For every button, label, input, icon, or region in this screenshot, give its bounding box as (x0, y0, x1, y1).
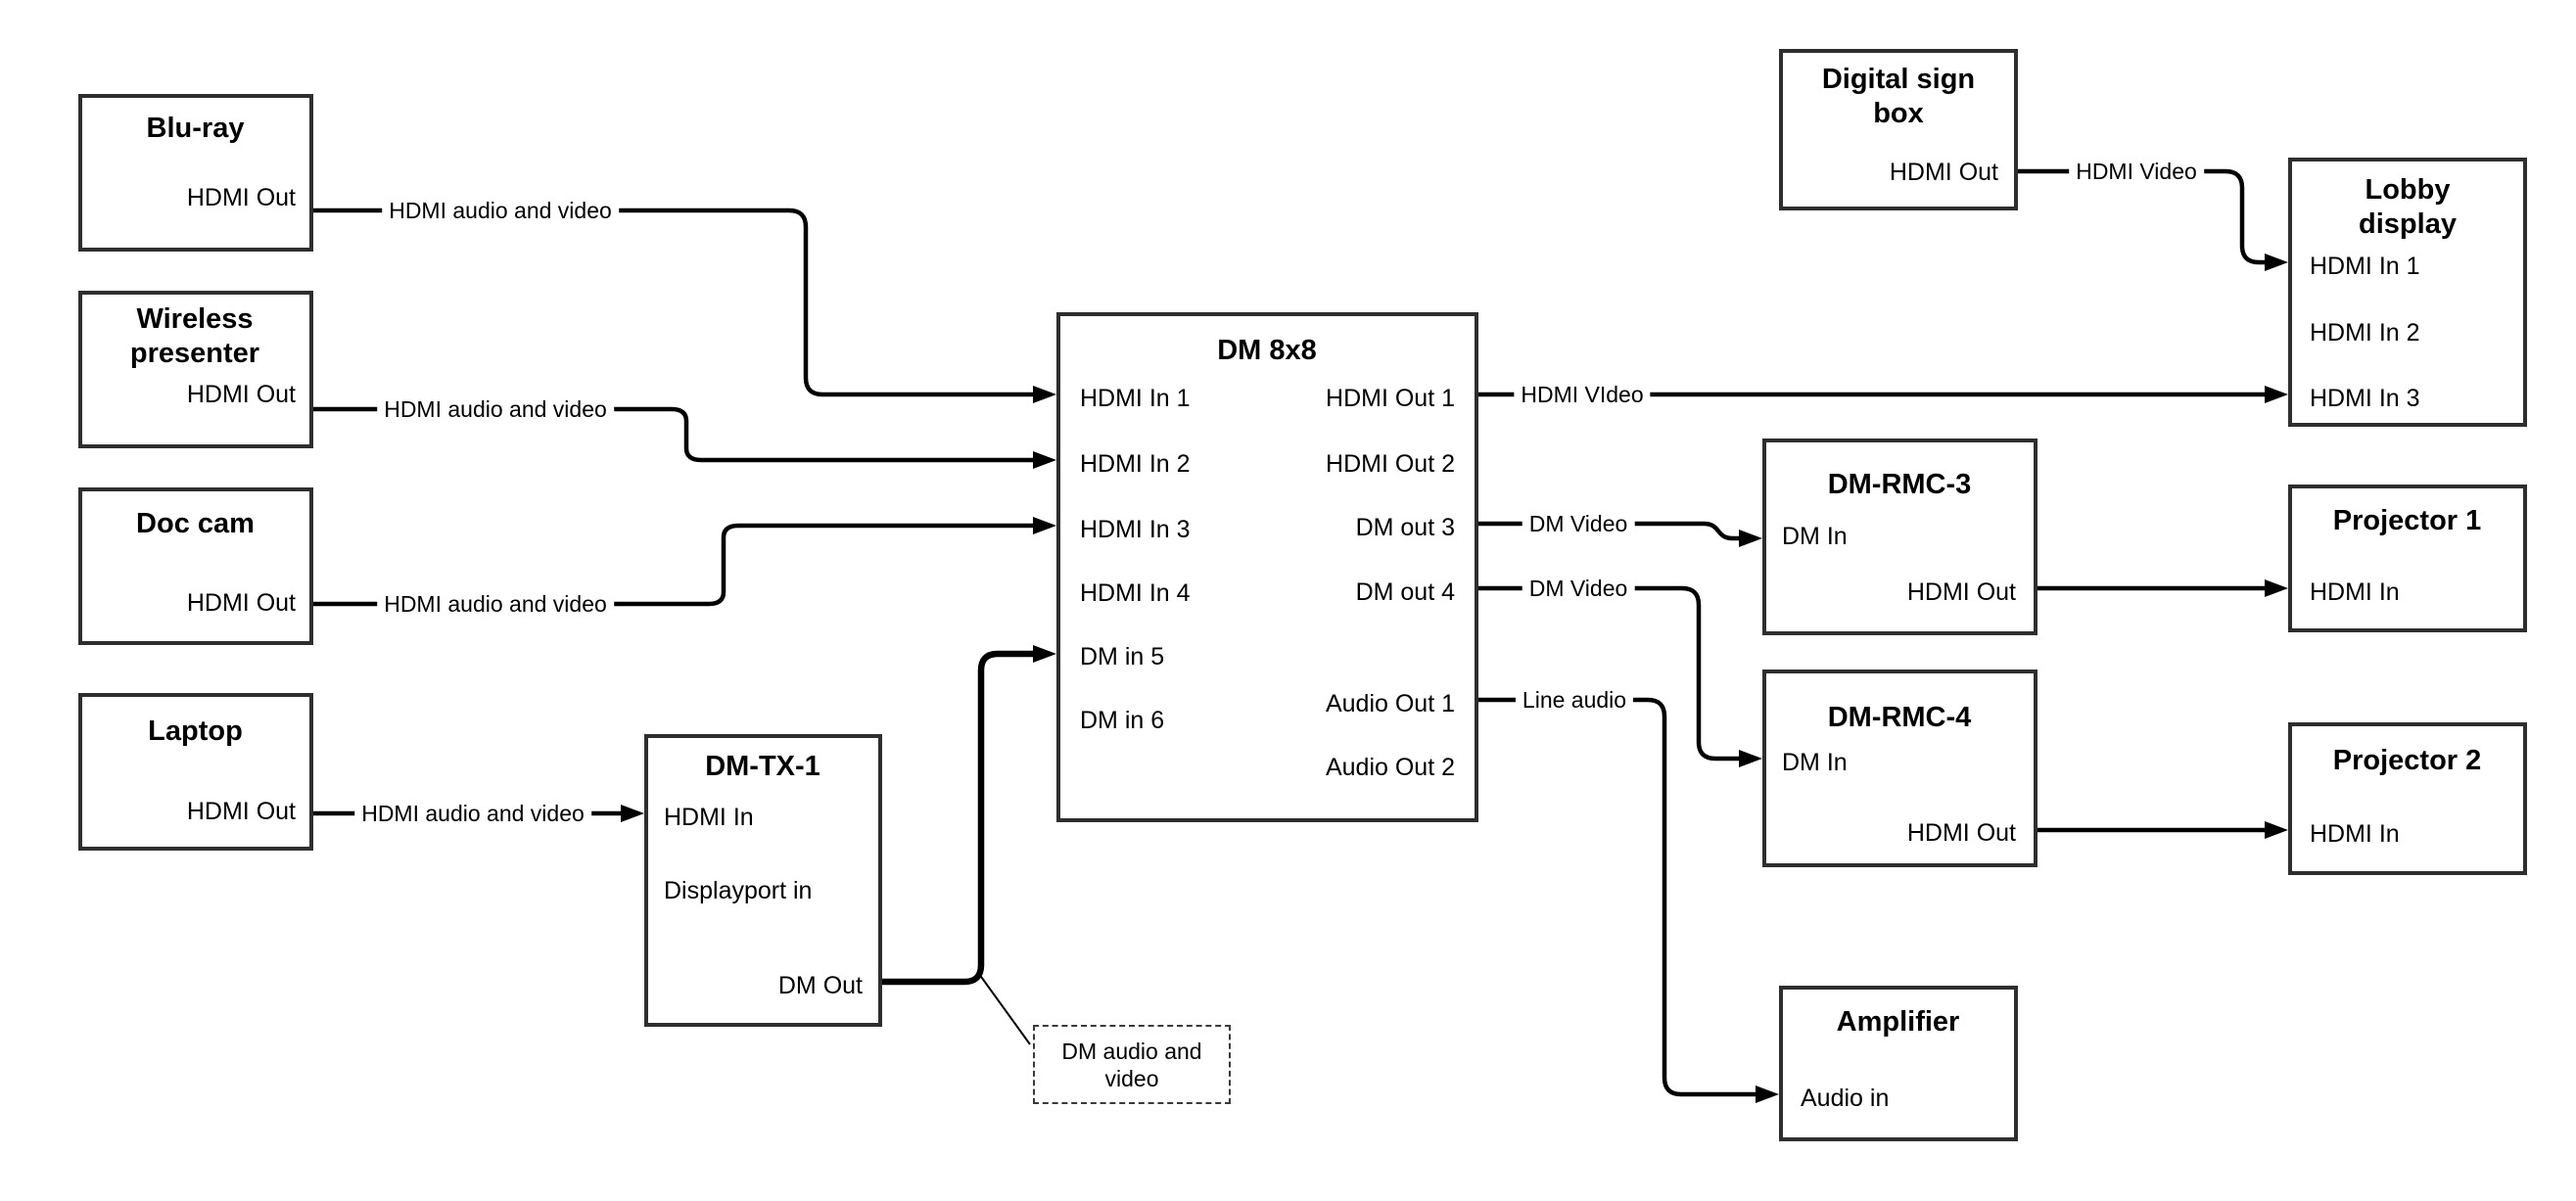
arrow-into-dm8x8-in3 (1033, 517, 1056, 534)
node-dm-rmc-4: DM-RMC-4 DM In HDMI Out (1762, 670, 2037, 867)
wire-doccam-to-dm8x8-in3 (313, 523, 1034, 607)
port-hdmi-in-1: HDMI In 1 (2310, 253, 2420, 280)
node-title: Projector 1 (2332, 505, 2482, 536)
port-hdmi-in: HDMI In (2310, 578, 2400, 606)
wire-bluray-to-dm8x8-in1 (313, 208, 1034, 397)
port-hdmi-in-3: HDMI In 3 (1080, 516, 1191, 543)
node-title: DM-RMC-4 (1827, 702, 1972, 733)
port-dm-out-3: DM out 3 (1355, 514, 1455, 541)
wire-wireless-to-dm8x8-in2 (313, 406, 1034, 463)
node-laptop: Laptop HDMI Out (78, 693, 313, 851)
wire-label-hdmi-video-out1: HDMI VIdeo (1514, 381, 1651, 408)
node-digital-sign-box: Digital sign box HDMI Out (1779, 49, 2018, 210)
arrowheads (621, 254, 2288, 1103)
port-dm-in-5: DM in 5 (1080, 643, 1165, 670)
node-projector-1: Projector 1 HDMI In (2288, 485, 2527, 632)
node-dm-8x8: DM 8x8 HDMI In 1 HDMI In 2 HDMI In 3 HDM… (1056, 312, 1478, 822)
port-hdmi-in-1: HDMI In 1 (1080, 385, 1191, 412)
wire-label-line-audio: Line audio (1515, 686, 1634, 714)
port-hdmi-in-3: HDMI In 3 (2310, 385, 2420, 412)
port-hdmi-in-2: HDMI In 2 (1080, 450, 1191, 478)
node-dm-tx-1: DM-TX-1 HDMI In Displayport in DM Out (644, 734, 882, 1027)
wire-label-wireless: HDMI audio and video (377, 395, 614, 423)
port-audio-out-2: Audio Out 2 (1325, 754, 1455, 781)
port-hdmi-in-2: HDMI In 2 (2310, 319, 2420, 346)
node-title: Amplifier (1836, 1006, 1960, 1038)
wire-dm8x8-out3-to-rmc3 (1478, 521, 1740, 541)
callout-leader-line (978, 973, 1031, 1045)
wire-label-doccam: HDMI audio and video (377, 590, 614, 618)
wire-label-dm-video-out4: DM Video (1522, 575, 1635, 602)
callout-dm-audio-and-video: DM audio and video (1033, 1025, 1231, 1104)
arrow-into-projector2 (2265, 821, 2288, 839)
port-hdmi-out: HDMI Out (1889, 159, 1998, 186)
node-blu-ray: Blu-ray HDMI Out (78, 94, 313, 252)
wire-label-laptop: HDMI audio and video (354, 800, 591, 827)
wire-label-bluray: HDMI audio and video (382, 197, 619, 224)
node-title: Digital sign box (1821, 64, 1976, 129)
port-hdmi-out: HDMI Out (186, 589, 296, 617)
node-projector-2: Projector 2 HDMI In (2288, 722, 2527, 875)
node-title: DM-RMC-3 (1827, 469, 1972, 500)
wire-label-digital-sign: HDMI Video (2069, 158, 2204, 185)
port-hdmi-out: HDMI Out (1906, 578, 2016, 606)
port-dm-in-6: DM in 6 (1080, 707, 1165, 734)
port-hdmi-out-1: HDMI Out 1 (1326, 385, 1455, 412)
arrow-into-lobby-in3 (2265, 386, 2288, 403)
port-hdmi-out: HDMI Out (1906, 819, 2016, 847)
port-dm-in: DM In (1782, 749, 1848, 776)
callout-text: DM audio and video (1061, 1038, 1202, 1091)
port-hdmi-out: HDMI Out (186, 798, 296, 825)
port-dm-in: DM In (1782, 523, 1848, 550)
arrow-into-dm8x8-in2 (1033, 451, 1056, 469)
node-amplifier: Amplifier Audio in (1779, 986, 2018, 1141)
arrow-into-dm8x8-in5 (1033, 645, 1056, 663)
port-hdmi-in-4: HDMI In 4 (1080, 579, 1191, 607)
node-title: Projector 2 (2332, 745, 2482, 776)
port-hdmi-out: HDMI Out (186, 184, 296, 211)
wire-dmtx1-to-dm8x8-in5 (880, 650, 1034, 986)
arrow-into-projector1 (2265, 579, 2288, 597)
arrow-into-rmc3-dm-in (1739, 530, 1762, 547)
arrow-into-dm8x8-in1 (1033, 386, 1056, 403)
node-title: Blu-ray (146, 113, 245, 144)
arrow-into-amplifier (1756, 1086, 1779, 1103)
arrow-into-dmtx1-hdmi-in (621, 805, 644, 822)
wire-digitalsign-to-lobby-in1 (2018, 168, 2266, 265)
node-title: DM-TX-1 (705, 751, 820, 782)
node-lobby-display: Lobby display HDMI In 1 HDMI In 2 HDMI I… (2288, 158, 2527, 427)
arrow-into-rmc4-dm-in (1739, 750, 1762, 767)
wire-dm8x8-out4-to-rmc4 (1478, 585, 1740, 762)
node-title: Lobby display (2359, 174, 2457, 240)
port-hdmi-out-2: HDMI Out 2 (1326, 450, 1455, 478)
node-title: Doc cam (136, 508, 255, 539)
node-dm-rmc-3: DM-RMC-3 DM In HDMI Out (1762, 439, 2037, 635)
port-hdmi-out: HDMI Out (186, 381, 296, 408)
wire-label-dm-video-out3: DM Video (1522, 510, 1635, 537)
node-doc-cam: Doc cam HDMI Out (78, 487, 313, 645)
port-hdmi-in: HDMI In (664, 804, 754, 831)
port-hdmi-in: HDMI In (2310, 820, 2400, 848)
port-dm-out-4: DM out 4 (1355, 578, 1455, 606)
wire-dm8x8-aout1-to-amplifier (1478, 697, 1756, 1097)
node-title: Laptop (148, 716, 243, 747)
node-wireless-presenter: Wireless presenter HDMI Out (78, 291, 313, 448)
port-dm-out: DM Out (777, 972, 863, 999)
node-title: Wireless presenter (129, 303, 260, 369)
arrow-into-lobby-in1 (2265, 254, 2288, 271)
port-audio-in: Audio in (1801, 1085, 1890, 1112)
port-audio-out-1: Audio Out 1 (1325, 690, 1455, 717)
node-title: DM 8x8 (1217, 335, 1317, 366)
port-displayport-in: Displayport in (664, 877, 813, 904)
